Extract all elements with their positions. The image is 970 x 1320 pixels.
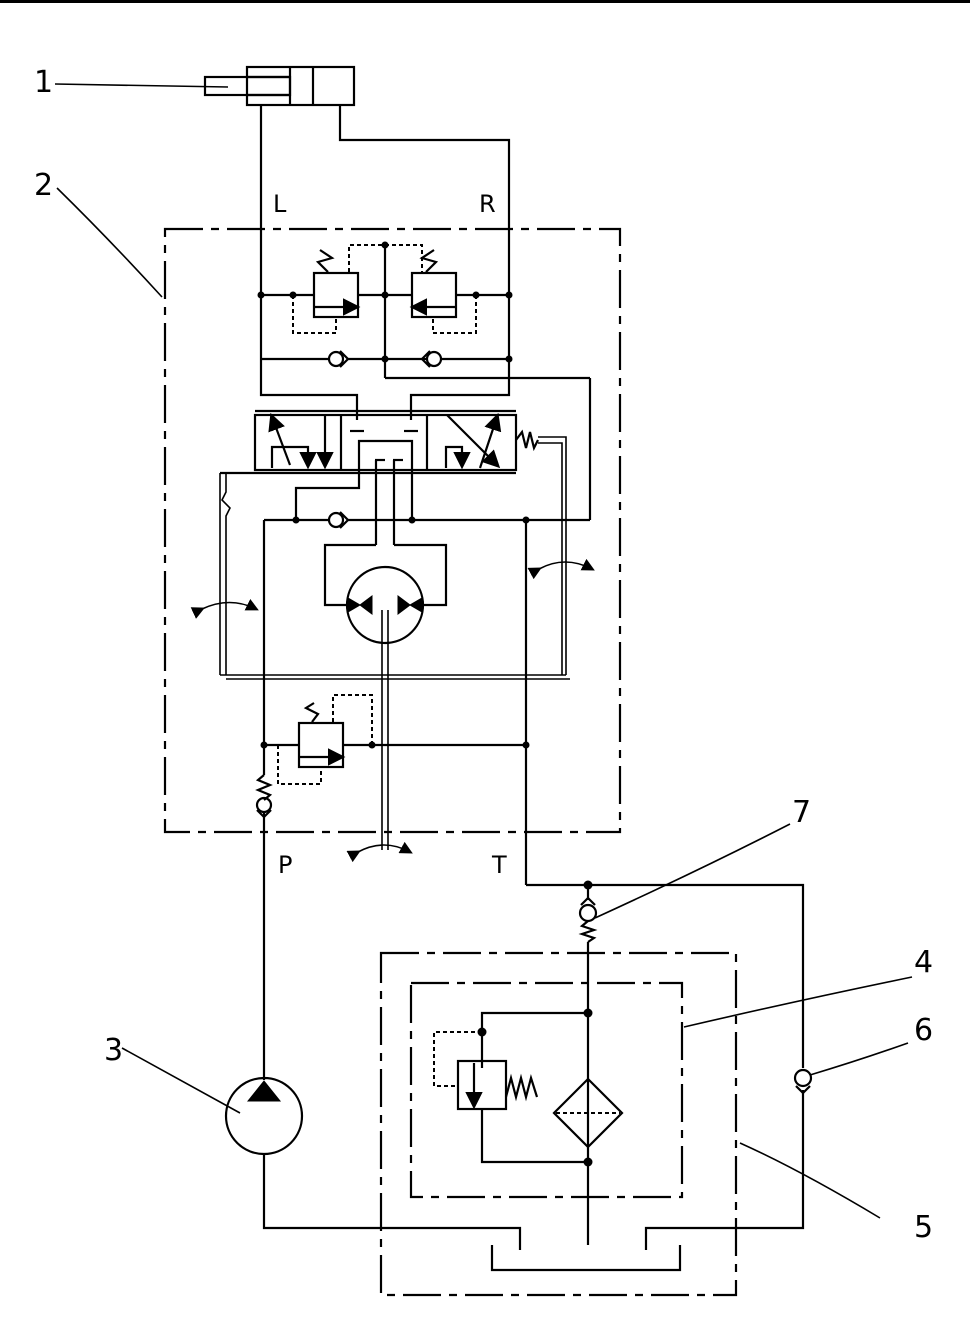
callout-leaders bbox=[54, 83, 913, 1219]
check-valve bbox=[793, 1068, 813, 1095]
callout-7: 7 bbox=[792, 795, 811, 830]
port-label-pressure: P bbox=[278, 851, 292, 879]
callout-6: 6 bbox=[914, 1013, 933, 1048]
port-label-right: R bbox=[479, 190, 496, 218]
reservoir bbox=[490, 1245, 682, 1272]
cylinder-lines bbox=[259, 105, 511, 420]
port-label-left: L bbox=[273, 190, 287, 218]
filter-assembly-boundary bbox=[409, 981, 684, 1199]
steering-cylinder bbox=[203, 65, 356, 107]
port-label-tank: T bbox=[491, 851, 507, 879]
callout-2: 2 bbox=[34, 168, 53, 203]
spring-check-valve bbox=[578, 885, 598, 1245]
pump bbox=[224, 1076, 522, 1250]
metering-motor bbox=[323, 543, 448, 850]
callout-5: 5 bbox=[914, 1210, 933, 1245]
callout-3: 3 bbox=[104, 1033, 123, 1068]
steering-control-unit-boundary bbox=[163, 227, 622, 834]
internal-lines bbox=[262, 470, 590, 885]
callout-1: 1 bbox=[34, 65, 53, 100]
anti-cavitation-checks bbox=[261, 350, 513, 368]
top-border bbox=[0, 0, 970, 3]
tank-assembly-boundary bbox=[379, 951, 738, 1297]
return-line bbox=[526, 880, 805, 1250]
directional-valve bbox=[219, 409, 570, 680]
callout-4: 4 bbox=[914, 945, 933, 980]
rotation-indicators bbox=[190, 558, 595, 863]
filter-assembly bbox=[433, 1008, 624, 1167]
main-relief-valve bbox=[255, 694, 530, 1080]
shock-valves bbox=[257, 241, 592, 520]
